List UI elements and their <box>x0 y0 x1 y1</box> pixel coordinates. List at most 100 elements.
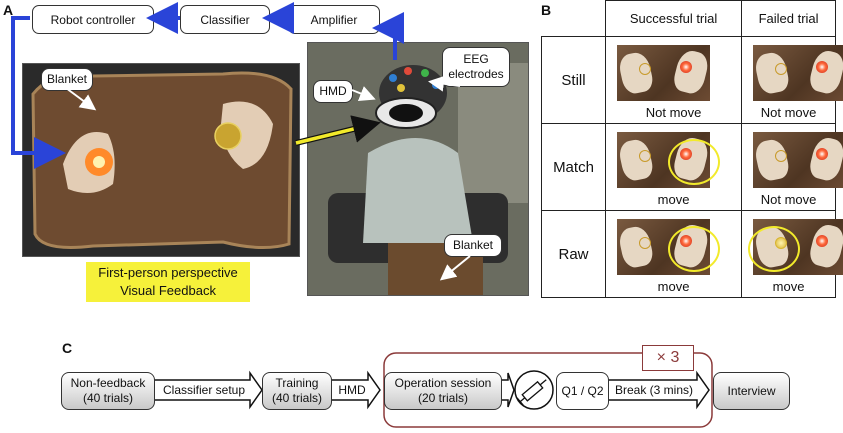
feedback-line-2: Visual Feedback <box>120 283 216 298</box>
blanket-pointer-subject <box>439 255 471 281</box>
training-line-2: (40 trials) <box>271 391 322 405</box>
questionnaire-box: Q1 / Q2 <box>556 372 609 410</box>
blanket-callout-subject-text: Blanket <box>452 238 494 252</box>
robot-controller-box: Robot controller <box>32 5 154 34</box>
cell-result: move <box>657 279 690 294</box>
eeg-pointer <box>428 75 461 92</box>
cell-still-successful: Not move <box>604 36 743 124</box>
view-arrow <box>295 115 381 145</box>
electrode-1 <box>389 74 397 82</box>
eeg-line-1: EEG <box>463 52 489 66</box>
hmd-pointer <box>351 86 376 101</box>
classifier-setup-label: Classifier setup <box>162 383 246 397</box>
highlight-ring <box>668 139 720 185</box>
syringe-glyph <box>516 379 547 406</box>
panel-a-arrows <box>11 2 471 281</box>
right-hand-shape <box>221 101 273 169</box>
table-header-row: Successful trial Failed trial <box>541 0 836 37</box>
hmd-step-label: HMD <box>338 383 366 397</box>
syringe-icon <box>514 370 554 410</box>
electrode-5 <box>397 84 405 92</box>
blanket-pointer-a <box>65 87 97 111</box>
procedure-flow-arrows <box>153 352 713 428</box>
table-row: Still Not move Not move <box>541 36 843 124</box>
panel-label-a: A <box>3 2 14 18</box>
hmd-lens <box>389 104 423 122</box>
row-label-raw: Raw <box>541 210 606 298</box>
break-label: Break (3 mins) <box>614 383 694 397</box>
arrow-hmd <box>330 370 381 410</box>
left-ball-glow <box>93 156 105 168</box>
repeat-text: × 3 <box>656 349 680 366</box>
highlight-ring <box>748 226 801 272</box>
cell-raw-failed: move <box>741 210 843 298</box>
operation-line-2: (20 trials) <box>417 391 468 405</box>
thumb-left-ball <box>639 237 651 249</box>
subject-torso <box>363 138 473 243</box>
table-row: Raw move move <box>541 210 843 298</box>
electrodes-to-amplifier-arrow <box>372 12 404 60</box>
operation-session-box: Operation session (20 trials) <box>384 372 502 410</box>
thumb-right-ball <box>680 61 692 73</box>
nonfeedback-line-1: Non-feedback <box>70 376 146 390</box>
classifier-label: Classifier <box>200 12 250 27</box>
blanket-callout-a: Blanket <box>41 68 93 91</box>
electrode-3 <box>421 69 429 77</box>
cell-result: Not move <box>760 192 817 207</box>
amplifier-label: Amplifier <box>310 12 358 27</box>
corner-cell <box>541 0 606 37</box>
trial-thumbnail <box>753 132 843 188</box>
row-label-still: Still <box>541 36 606 124</box>
eeg-callout: EEG electrodes <box>442 47 510 87</box>
row-label-match: Match <box>541 123 606 211</box>
cell-result: Not move <box>760 105 817 120</box>
training-box: Training (40 trials) <box>262 372 332 410</box>
trial-thumbnail <box>617 45 710 101</box>
operation-line-1: Operation session <box>394 376 492 390</box>
nonfeedback-line-2: (40 trials) <box>82 391 133 405</box>
interview-text: Interview <box>727 383 776 398</box>
blanket-callout-a-text: Blanket <box>46 72 88 86</box>
col-header-failed: Failed trial <box>741 0 836 37</box>
cell-result: Not move <box>645 105 702 120</box>
training-line-1: Training <box>275 376 319 390</box>
cell-result: move <box>657 192 690 207</box>
controller-to-ball-arrow <box>11 16 66 169</box>
interview-box: Interview <box>713 372 790 410</box>
syringe-plunger <box>519 397 526 403</box>
thumb-left-ball <box>775 150 788 162</box>
right-ball <box>214 122 242 150</box>
feedback-line-1: First-person perspective <box>98 265 238 280</box>
cell-still-failed: Not move <box>741 36 843 124</box>
arrow-to-injection <box>500 372 515 408</box>
hmd-callout: HMD <box>313 80 353 103</box>
repeat-badge: × 3 <box>642 345 694 371</box>
visual-feedback-label: First-person perspective Visual Feedback <box>86 262 250 302</box>
thumb-left-ball <box>775 63 788 75</box>
highlight-ring <box>668 226 720 272</box>
cell-match-successful: move <box>604 123 743 211</box>
thumb-right-ball <box>816 235 829 247</box>
trial-thumbnail <box>753 45 843 101</box>
eeg-line-2: electrodes <box>448 67 504 81</box>
robot-controller-label: Robot controller <box>50 12 136 27</box>
panel-label-c: C <box>62 340 73 356</box>
thumb-right-ball <box>816 148 829 160</box>
thumb-left-ball <box>639 63 651 75</box>
col-header-successful: Successful trial <box>604 0 743 37</box>
syringe-needle <box>539 379 547 386</box>
arrow-classifier-setup <box>153 370 263 410</box>
condition-table: Successful trial Failed trial Still Not … <box>541 0 843 298</box>
table-row: Match move Not move <box>541 123 843 211</box>
cell-match-failed: Not move <box>741 123 843 211</box>
cell-raw-successful: move <box>604 210 743 298</box>
syringe-handle <box>516 397 524 406</box>
thumb-left-ball <box>639 150 651 162</box>
arrow-break <box>607 370 710 410</box>
classifier-box: Classifier <box>180 5 270 34</box>
blanket-callout-subject: Blanket <box>444 234 502 257</box>
thumb-right-hand <box>671 47 710 97</box>
electrode-2 <box>404 67 412 75</box>
questionnaire-text: Q1 / Q2 <box>561 383 604 398</box>
cell-result: move <box>772 279 805 294</box>
